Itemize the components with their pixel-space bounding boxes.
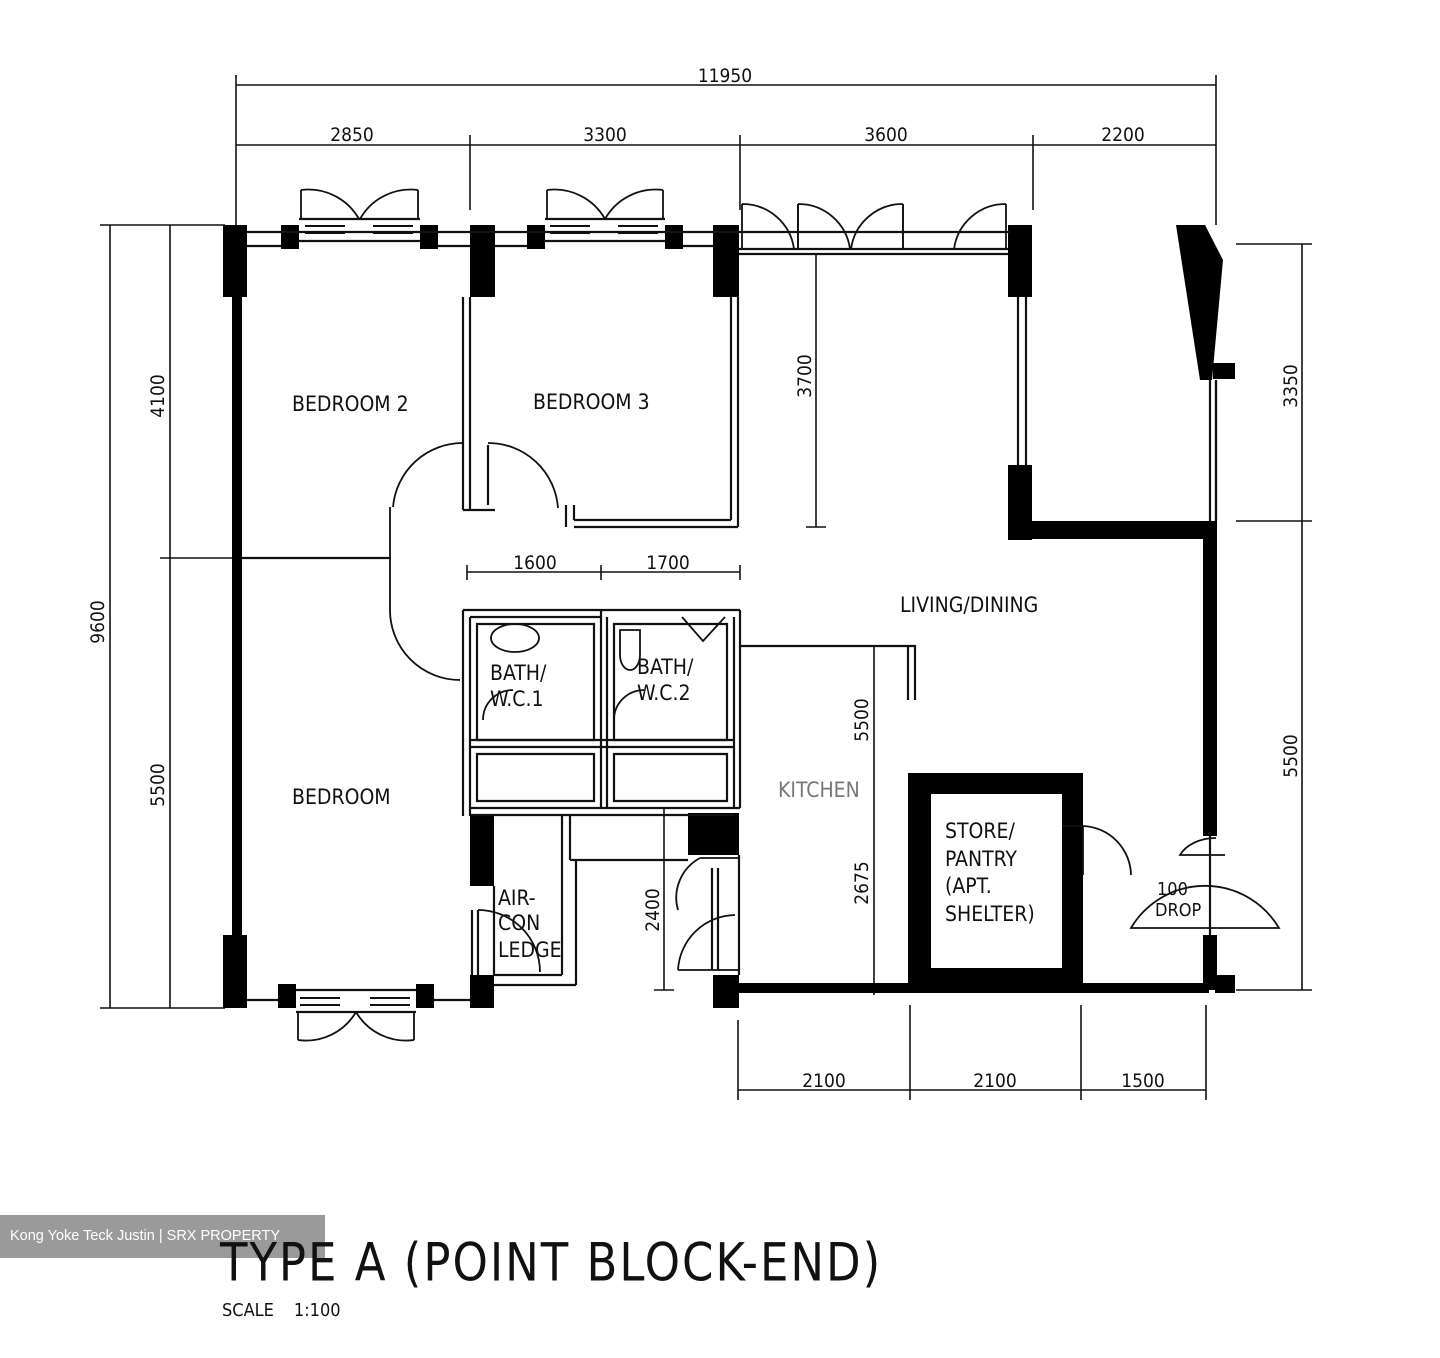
dim-top-3: 3600	[864, 124, 908, 146]
dimension-labels: 11950 2850 3300 3600 2200 1600 1700 2100…	[87, 65, 1302, 1092]
label-living-dining: LIVING/DINING	[900, 593, 1038, 617]
dim-bath-1: 1600	[513, 552, 557, 574]
label-bath-2a: BATH/	[637, 655, 694, 679]
plan-scale: SCALE 1:100	[222, 1300, 361, 1321]
door-swings	[297, 188, 1281, 1042]
label-drop-b: DROP	[1155, 900, 1201, 921]
dim-bottom-1: 2100	[802, 1070, 846, 1092]
scale-value: 1:100	[293, 1300, 341, 1321]
label-bath-1a: BATH/	[490, 661, 547, 685]
dim-aircon-depth: 2400	[642, 888, 664, 932]
dim-top-2: 3300	[583, 124, 627, 146]
window-glazing	[300, 225, 658, 1006]
label-bedroom-3: BEDROOM 3	[533, 390, 650, 414]
label-drop-a: 100	[1157, 879, 1188, 900]
label-bath-1b: W.C.1	[490, 687, 543, 711]
kitchen-dimension-line	[654, 646, 875, 995]
label-store-d: SHELTER)	[945, 902, 1035, 926]
dim-kitchen-lower: 2675	[851, 861, 873, 905]
label-master-bedroom: BEDROOM	[292, 785, 391, 809]
label-store-c: (APT.	[945, 874, 992, 898]
dim-kitchen-len: 5500	[851, 698, 873, 742]
dim-top-4: 2200	[1101, 124, 1145, 146]
label-aircon-a: AIR-	[498, 886, 536, 910]
label-bedroom-2: BEDROOM 2	[292, 392, 409, 416]
label-aircon-b: CON	[498, 911, 540, 935]
walls	[223, 225, 1235, 1008]
refuse-drop-labels: 100 DROP	[1155, 879, 1201, 921]
watermark-attribution: Kong Yoke Teck Justin | SRX PROPERTY	[0, 1215, 325, 1258]
scale-label: SCALE	[222, 1300, 274, 1321]
label-kitchen: KITCHEN	[778, 778, 860, 802]
dim-living-depth: 3700	[794, 354, 816, 398]
room-labels: BEDROOM 2 BEDROOM 3 BEDROOM LIVING/DININ…	[292, 390, 1038, 962]
bath-dimension-lines	[466, 565, 741, 580]
dim-right-lower: 5500	[1280, 734, 1302, 778]
right-dimension-lines	[806, 243, 1312, 991]
dim-bottom-3: 1500	[1121, 1070, 1165, 1092]
label-store-a: STORE/	[945, 819, 1015, 843]
left-dimension-lines	[100, 224, 240, 1009]
dim-top-1: 2850	[330, 124, 374, 146]
label-store-b: PANTRY	[945, 847, 1017, 871]
dim-bottom-2: 2100	[973, 1070, 1017, 1092]
dim-left-upper: 4100	[147, 374, 169, 418]
dim-right-upper: 3350	[1280, 364, 1302, 408]
dim-left-total: 9600	[87, 600, 109, 644]
top-dimension-lines	[235, 75, 1217, 225]
plan-title: TYPE A (POINT BLOCK-END)	[220, 1232, 883, 1293]
dim-top-total: 11950	[698, 65, 752, 87]
label-bath-2b: W.C.2	[637, 681, 690, 705]
label-aircon-c: LEDGE	[498, 938, 562, 962]
bottom-dimension-lines	[737, 1005, 1207, 1100]
dim-bath-2: 1700	[646, 552, 690, 574]
dim-left-lower: 5500	[147, 763, 169, 807]
